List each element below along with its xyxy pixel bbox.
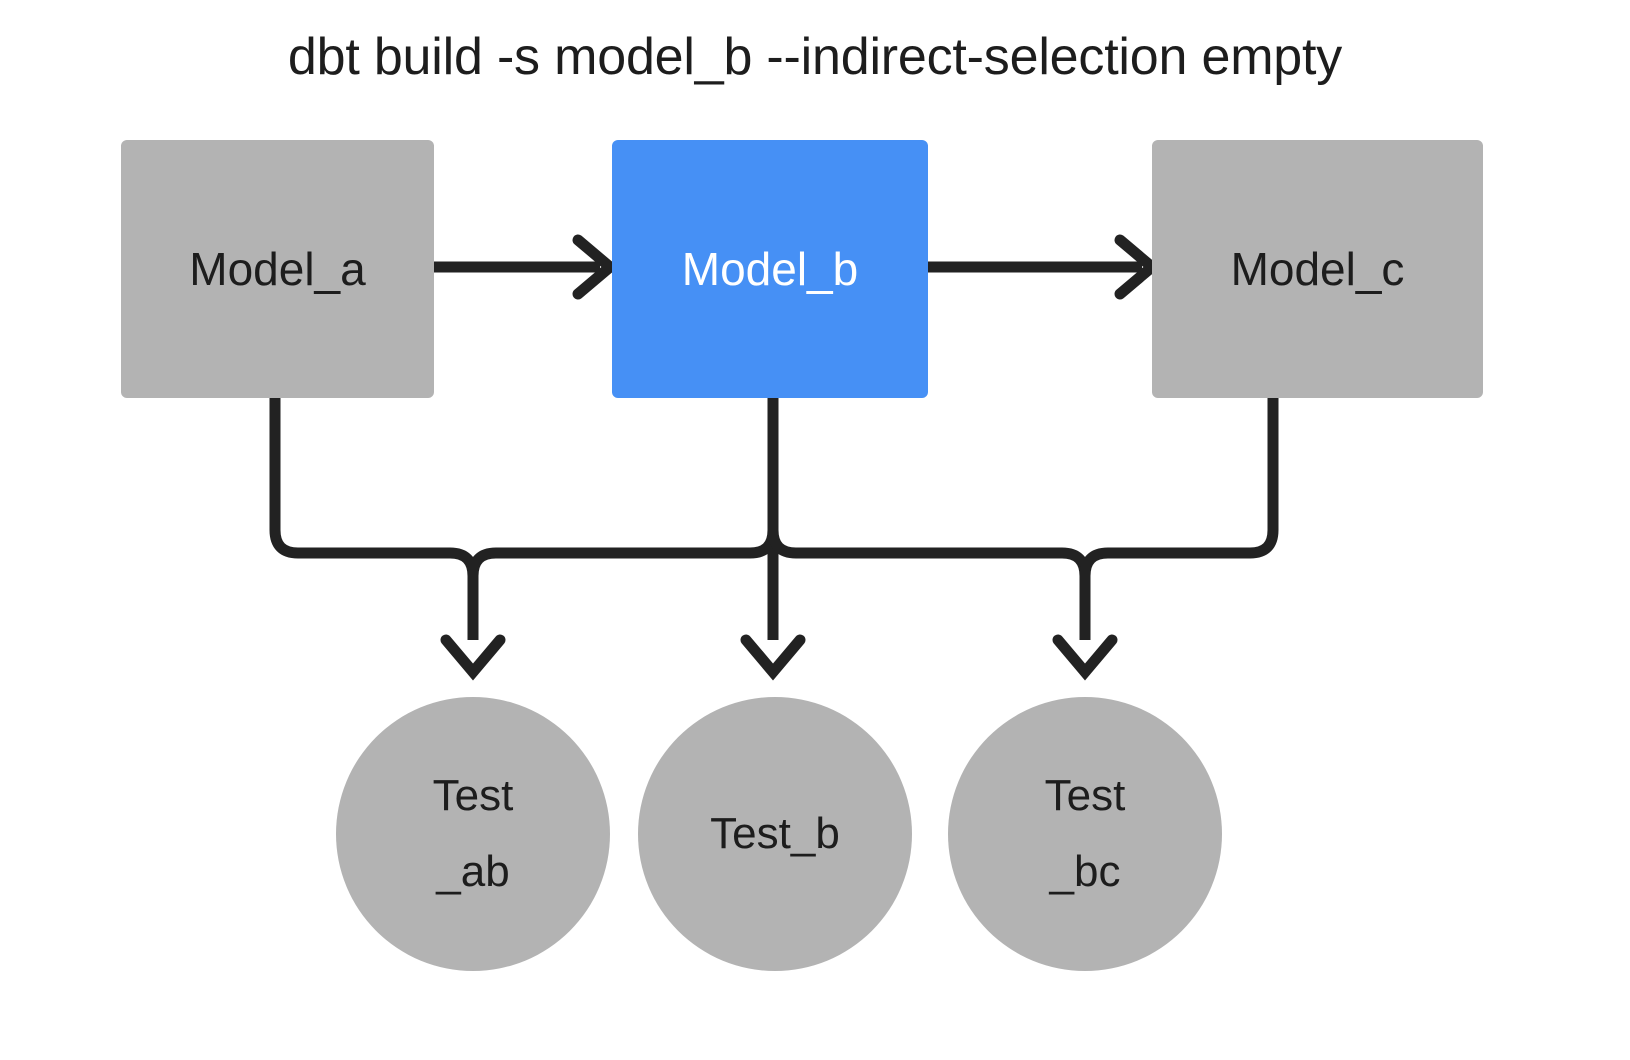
node-test-bc-label: Test _bc — [1044, 771, 1126, 896]
node-test-ab[interactable]: Test _ab — [336, 697, 610, 971]
node-model-b-label: Model_b — [681, 243, 859, 295]
node-test-ab-label: Test _ab — [432, 771, 514, 896]
diagram-title: dbt build -s model_b --indirect-selectio… — [287, 28, 1343, 86]
node-model-c[interactable]: Model_c — [1152, 140, 1483, 398]
node-model-a-label: Model_a — [189, 243, 366, 295]
node-model-b[interactable]: Model_b — [612, 140, 928, 398]
node-test-bc[interactable]: Test _bc — [948, 697, 1222, 971]
node-model-a[interactable]: Model_a — [121, 140, 434, 398]
node-model-c-label: Model_c — [1230, 243, 1405, 295]
node-test-b[interactable]: Test_b — [638, 697, 912, 971]
node-test-b-label: Test_b — [710, 809, 840, 858]
